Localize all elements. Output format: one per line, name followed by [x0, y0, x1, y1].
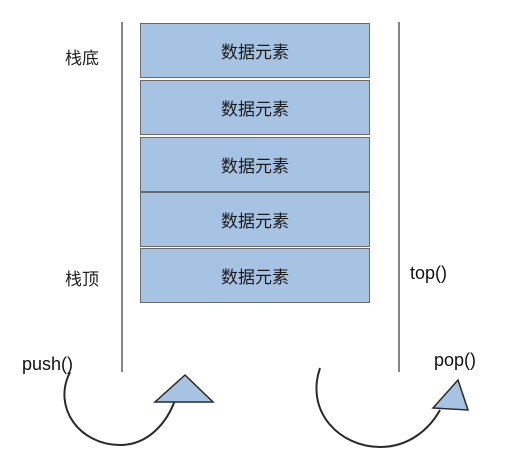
stack-element-5-label: 数据元素 [221, 268, 289, 288]
stack-element-2-label: 数据元素 [221, 100, 289, 120]
stack-top-label: 栈顶 [65, 270, 99, 290]
pop-arrow-curve [315, 367, 441, 449]
stack-element-2: 数据元素 [140, 80, 370, 135]
top-function-label: top() [410, 263, 448, 283]
stack-element-3-label: 数据元素 [221, 157, 289, 177]
push-function-label: push() [22, 354, 74, 374]
stack-element-5: 数据元素 [140, 248, 370, 303]
stack-element-4: 数据元素 [140, 192, 370, 247]
stack-element-1: 数据元素 [140, 23, 370, 78]
pop-arrow-head [431, 378, 470, 411]
stack-element-1-label: 数据元素 [221, 43, 289, 63]
push-arrow-curve [63, 371, 176, 447]
stack-element-3: 数据元素 [140, 137, 370, 192]
stack-bottom-label: 栈底 [65, 49, 99, 69]
push-arrow-head [153, 373, 215, 403]
stack-element-4-label: 数据元素 [221, 212, 289, 232]
pop-function-label: pop() [434, 350, 477, 370]
